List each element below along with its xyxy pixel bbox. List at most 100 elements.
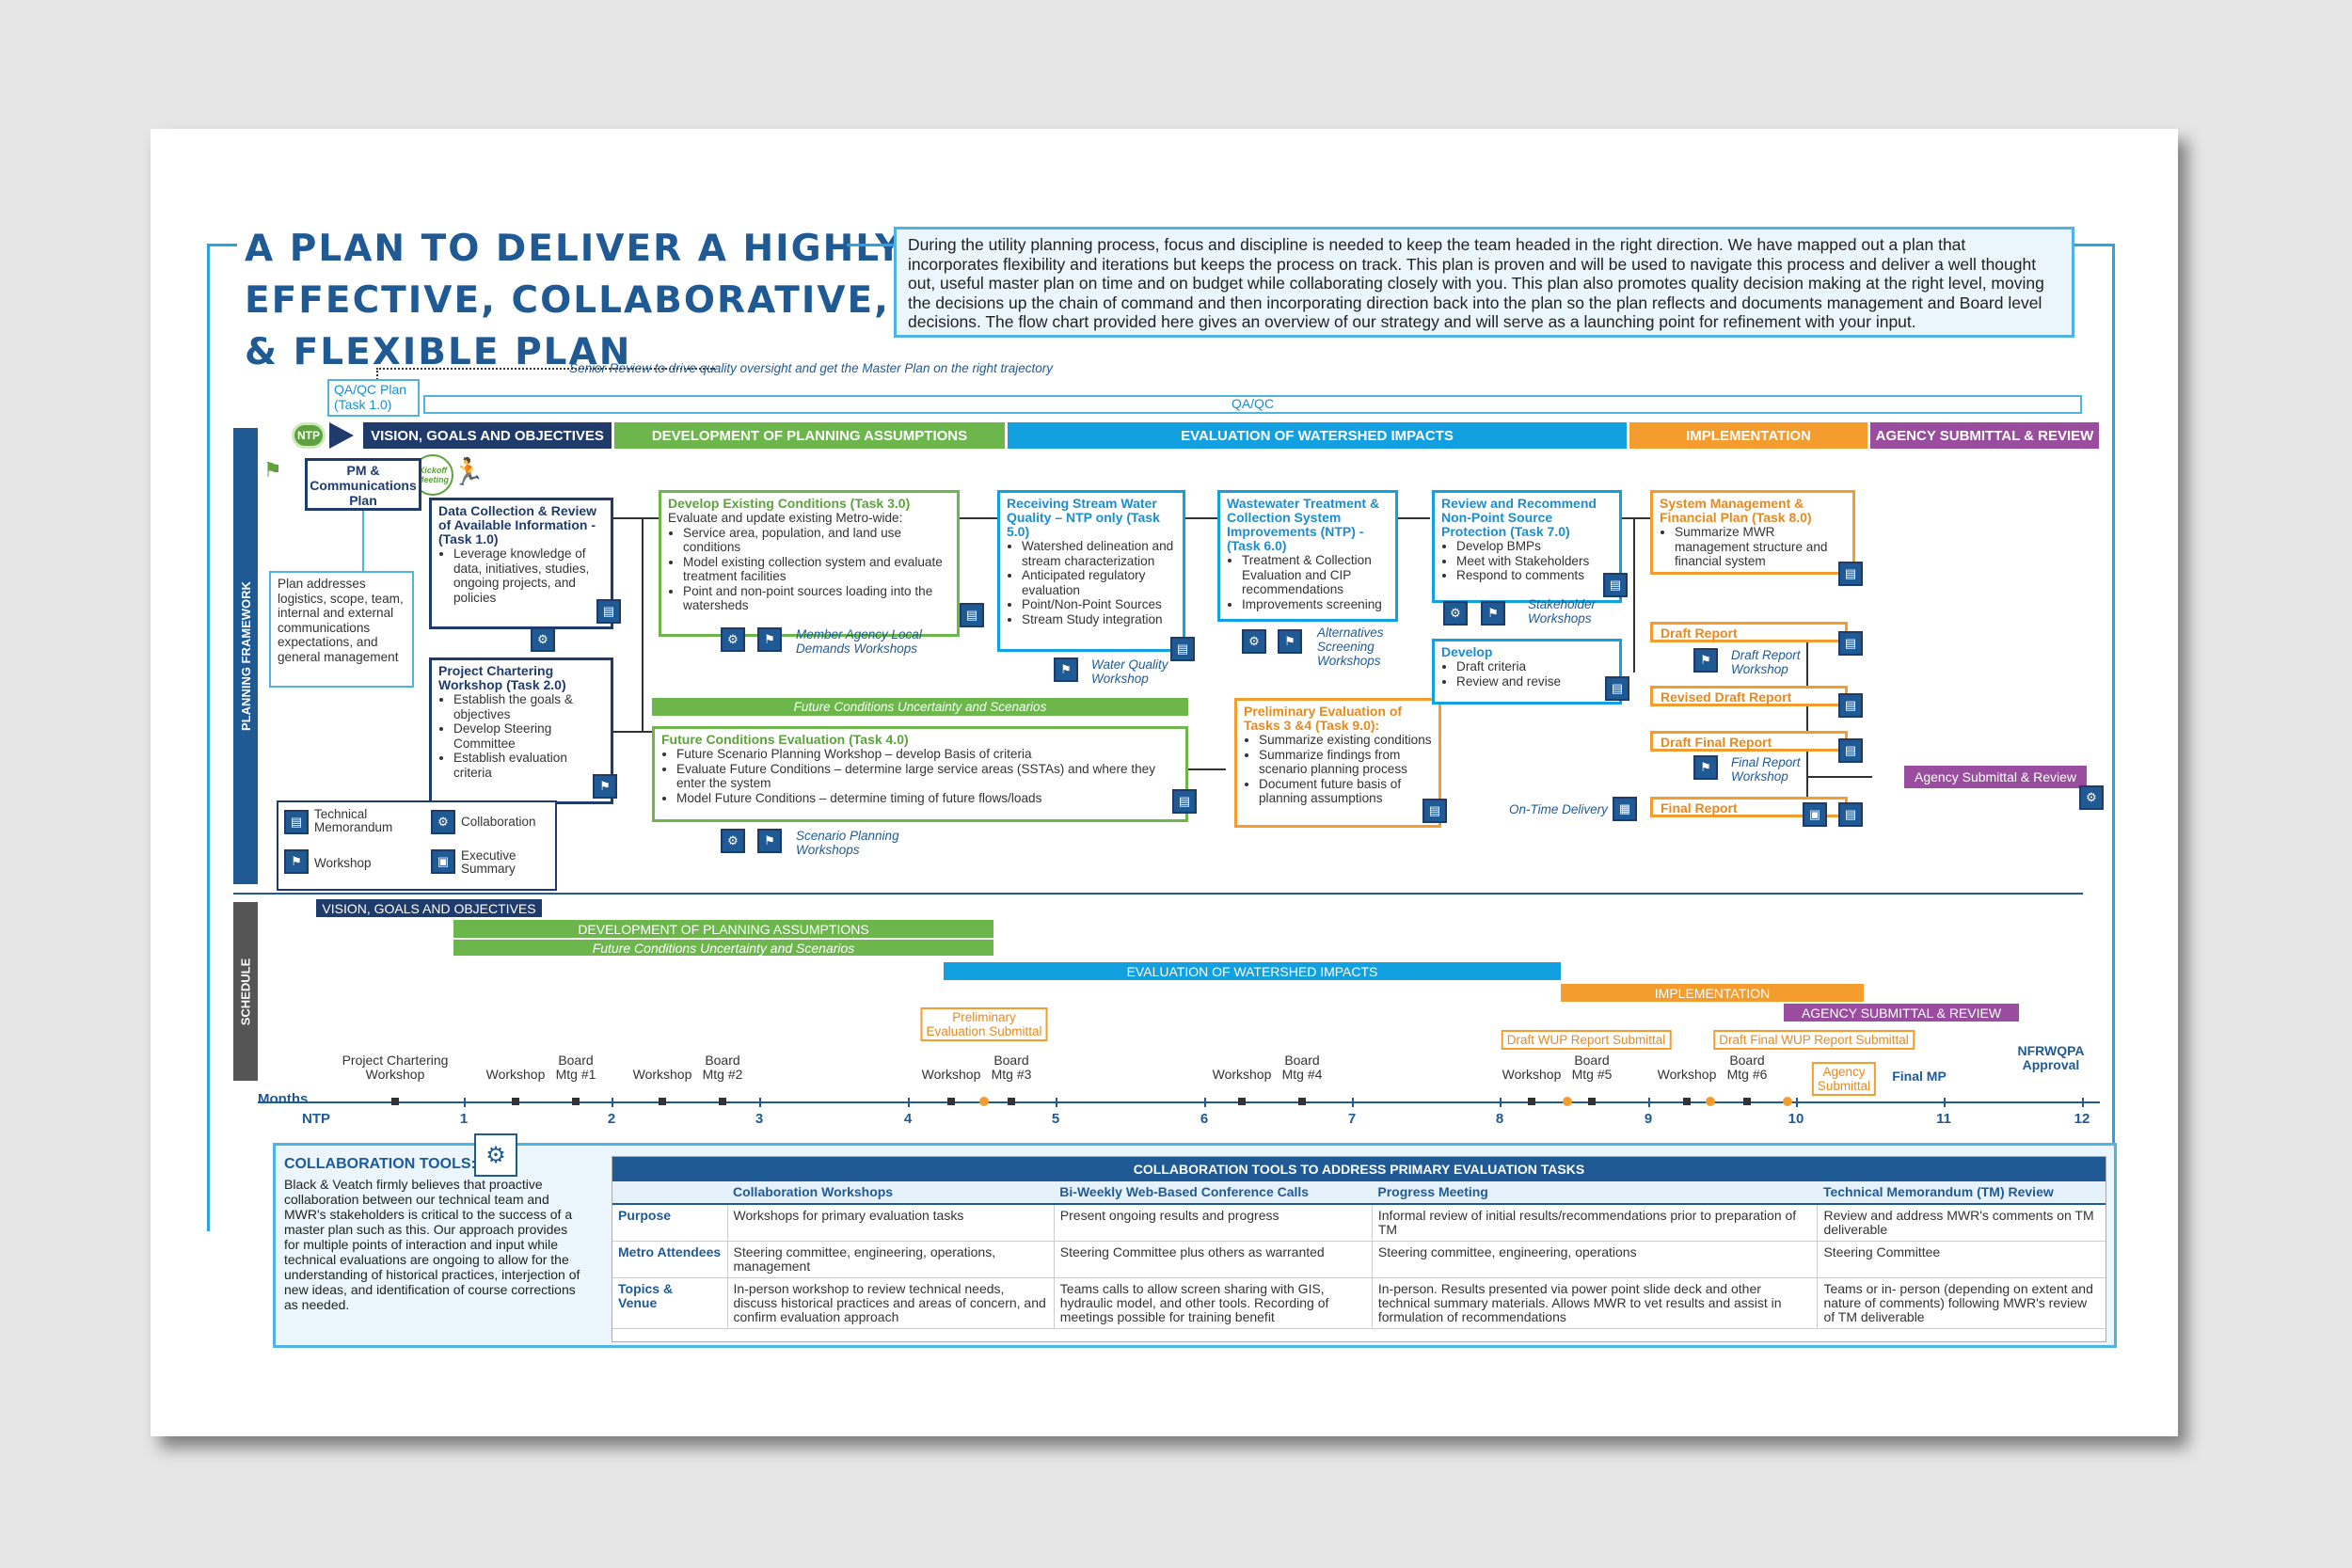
outer-frame-right [2112, 244, 2115, 1231]
workshop-icon: ⚑ [593, 774, 617, 799]
connector [613, 517, 642, 519]
task4-box: Future Conditions Evaluation (Task 4.0) … [652, 726, 1188, 822]
person-flag-icon: ⚑ [263, 458, 282, 482]
task9-item: Summarize existing conditions [1259, 733, 1432, 748]
tm-doc-icon: ▤ [1422, 799, 1447, 823]
tm-doc-icon: ▤ [1838, 738, 1863, 763]
plan-sheet: A PLAN TO DELIVER A HIGHLY EFFECTIVE, CO… [151, 129, 2178, 1436]
task7-box: Review and Recommend Non-Point Source Pr… [1432, 490, 1622, 603]
workshop-icon: ⚑ [1693, 755, 1718, 780]
workshop-icon: ⚑ [757, 829, 782, 853]
legend-exec-label: Executive Summary [461, 848, 516, 876]
table-row-label: Topics & Venue [612, 1277, 727, 1329]
month-tick [1648, 1098, 1650, 1107]
month-label: 11 [1936, 1111, 1951, 1127]
schedule-event-b1: Board Mtg #1 [555, 1053, 596, 1082]
callout-dot [979, 1097, 989, 1106]
collab-tools-title: COLLABORATION TOOLS: [284, 1156, 476, 1172]
schedule-event-b6: Board Mtg #6 [1726, 1053, 1768, 1082]
legend-workshop-icon: ⚑ [284, 849, 309, 874]
connector [642, 517, 644, 732]
side-tab-planning: PLANNING FRAMEWORK [233, 428, 258, 884]
connector [1806, 706, 1808, 731]
schedule-milestone-final_mp: Final MP [1892, 1069, 1947, 1084]
table-header-cell: Technical Memorandum (TM) Review [1817, 1181, 2106, 1205]
months-label: Months [258, 1091, 309, 1107]
table-cell: Teams or in- person (depending on extent… [1817, 1277, 2106, 1329]
month-tick [2082, 1098, 2084, 1107]
connector [1398, 517, 1430, 519]
task1-item: Leverage knowledge of data, initiatives,… [453, 546, 604, 605]
event-marker [1238, 1098, 1246, 1105]
pm-plan-box: PM & Communications Plan [305, 458, 421, 511]
task3-title: Develop Existing Conditions (Task 3.0) [668, 496, 911, 511]
schedule-milestone-approval: NFRWQPA Approval [2017, 1043, 2085, 1072]
event-marker [1008, 1098, 1015, 1105]
collab-tools-text: Black & Veatch firmly believes that proa… [284, 1177, 580, 1312]
sched-evaluation: EVALUATION OF WATERSHED IMPACTS [944, 962, 1561, 980]
sched-implementation: IMPLEMENTATION [1561, 984, 1864, 1002]
task3-item: Point and non-point sources loading into… [683, 584, 950, 613]
intro-text: During the utility planning process, foc… [894, 227, 2074, 338]
month-ntp: NTP [302, 1111, 330, 1127]
month-label: 12 [2074, 1111, 2090, 1127]
schedule-event-b5: Board Mtg #5 [1571, 1053, 1613, 1082]
month-tick [1500, 1098, 1502, 1107]
section-divider [233, 893, 2083, 895]
connector [1806, 776, 1872, 778]
task5-box: Receiving Stream Water Quality – NTP onl… [997, 490, 1185, 652]
draft-final-box: Draft Final Report [1650, 731, 1848, 752]
runner-icon: 🏃 [452, 457, 485, 486]
legend-collab-icon: ⚙ [431, 810, 455, 834]
task5-item: Watershed delineation and stream charact… [1022, 539, 1176, 568]
qaqc-band: QA/QC [423, 395, 2082, 414]
legend-workshop-label: Workshop [314, 856, 372, 870]
task9-title: Preliminary Evaluation of Tasks 3 &4 (Ta… [1244, 704, 1403, 733]
outer-frame-top-left [207, 244, 237, 246]
tm-doc-icon: ▤ [1838, 631, 1863, 656]
task8-box: System Management & Financial Plan (Task… [1650, 490, 1855, 575]
month-tick [1056, 1098, 1057, 1107]
month-tick [908, 1098, 910, 1107]
month-label: 2 [607, 1111, 616, 1127]
event-marker [391, 1098, 399, 1105]
event-marker [1298, 1098, 1306, 1105]
task8-item: Summarize MWR management structure and f… [1675, 525, 1846, 569]
task7-item: Meet with Stakeholders [1456, 554, 1613, 569]
sched-vision: VISION, GOALS AND OBJECTIVES [316, 899, 542, 917]
event-marker [1683, 1098, 1691, 1105]
connector [1633, 517, 1635, 673]
schedule-event-b4: Board Mtg #4 [1281, 1053, 1323, 1082]
table-header-cell: Bi-Weekly Web-Based Conference Calls [1054, 1181, 1373, 1205]
outer-frame-top-right [2074, 244, 2112, 246]
table-cell: Steering Committee [1817, 1241, 2106, 1278]
ontime-label: On-Time Delivery [1509, 802, 1608, 816]
exec-summary-icon: ▣ [1803, 802, 1827, 827]
event-marker [1743, 1098, 1751, 1105]
month-tick [1796, 1098, 1798, 1107]
schedule-callout-prelim: Preliminary Evaluation Submittal [920, 1007, 1048, 1041]
task5-item: Anticipated regulatory evaluation [1022, 568, 1176, 597]
collab-icon: ⚙ [1443, 601, 1468, 626]
schedule-callout-draft_final_wup: Draft Final WUP Report Submittal [1713, 1030, 1915, 1050]
month-label: 8 [1495, 1111, 1504, 1127]
task3-box: Develop Existing Conditions (Task 3.0) E… [659, 490, 960, 637]
table-row-label: Metro Attendees [612, 1241, 727, 1278]
task6-title: Wastewater Treatment & Collection System… [1227, 496, 1380, 553]
page-title: A PLAN TO DELIVER A HIGHLY EFFECTIVE, CO… [245, 228, 904, 373]
event-marker [1528, 1098, 1535, 1105]
task6-item: Treatment & Collection Evaluation and CI… [1242, 553, 1389, 597]
outer-frame-left [207, 244, 210, 1231]
schedule-event-ws6: Workshop [1657, 1067, 1717, 1082]
ntp-badge: NTP [292, 422, 326, 449]
table-cell: Workshops for primary evaluation tasks [726, 1204, 1055, 1242]
scenario-workshop-label: Scenario Planning Workshops [796, 829, 899, 857]
collab-icon: ⚙ [2079, 785, 2104, 810]
workshop-icon: ⚑ [1278, 629, 1302, 654]
